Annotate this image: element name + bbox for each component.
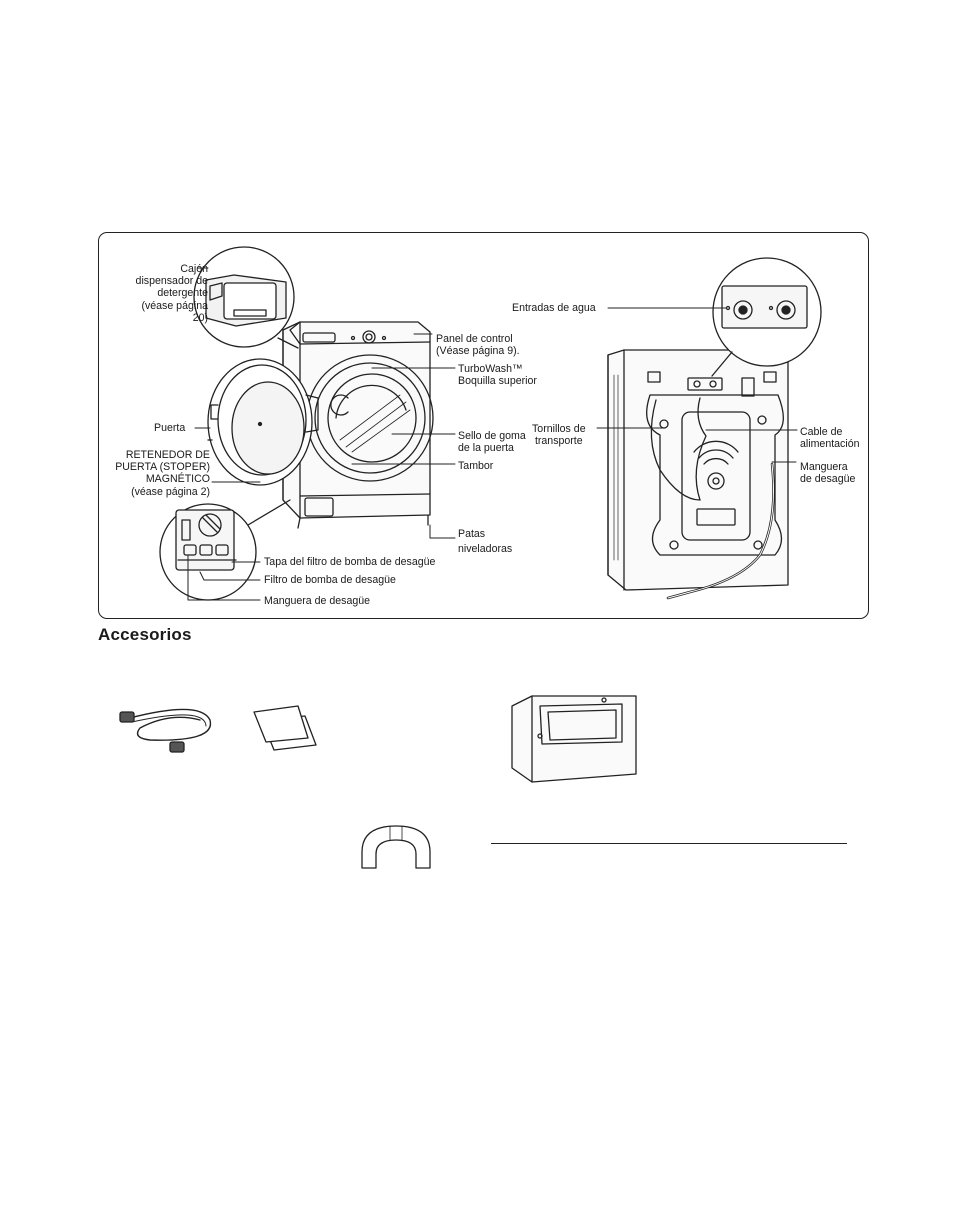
detergent-drawer-callout <box>193 246 299 349</box>
label-control-panel: Panel de control (Véase página 9). <box>436 333 520 358</box>
parts-diagram-panel <box>98 232 869 619</box>
label-magnetic-stopper: RETENEDOR DE PUERTA (STOPER) MAGNÉTICO (… <box>115 449 210 498</box>
label-drain-hose-front: Manguera de desagüe <box>264 595 371 607</box>
label-detergent-drawer: Cajón dispensador de detergente (véase p… <box>135 263 208 324</box>
label-power-cord: Cable de alimentación <box>800 426 860 451</box>
pedestal-accessory <box>511 695 637 783</box>
inlet-hose-accessory <box>119 708 212 753</box>
leader-lines <box>187 267 798 601</box>
label-pump-filter-cap: Tapa del filtro de bomba de desagüe <box>264 556 436 568</box>
elbow-bracket-accessory <box>361 825 431 869</box>
front-washer-drawing <box>207 321 434 529</box>
back-washer-drawing <box>607 349 789 600</box>
label-drain-hose-back: Manguera de desagüe <box>800 461 856 486</box>
label-shipping-bolts: Tornillos de transporte <box>532 423 586 448</box>
accessories-heading: Accesorios <box>98 625 192 644</box>
water-inlet-callout <box>711 257 822 377</box>
label-door-seal: Sello de goma de la puerta <box>458 430 526 455</box>
label-turbowash: TurboWash™ Boquilla superior <box>458 363 537 388</box>
label-leveling-feet: Patas niveladoras <box>458 528 513 555</box>
label-pump-filter: Filtro de bomba de desagüe <box>264 574 396 586</box>
pump-filter-callout <box>159 499 291 601</box>
label-water-inlets: Entradas de agua <box>512 302 596 314</box>
anti-slip-sheets-accessory <box>253 705 317 751</box>
accessory-caption-divider <box>491 843 847 844</box>
label-door: Puerta <box>154 422 186 434</box>
label-drum: Tambor <box>458 460 494 472</box>
